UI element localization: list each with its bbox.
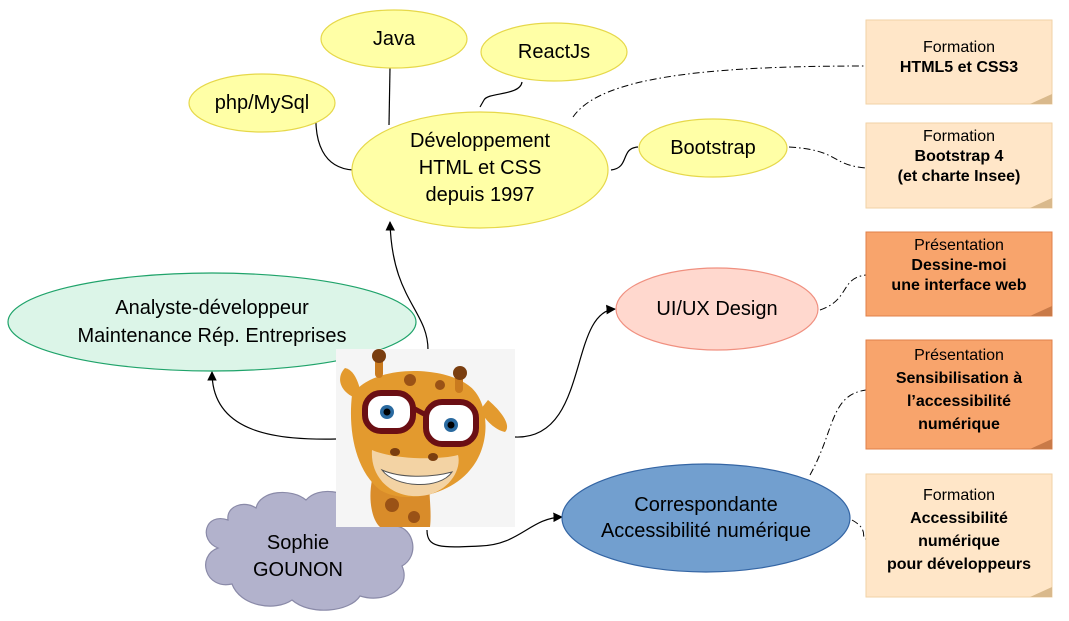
- link-bootstrap: [610, 146, 639, 171]
- note-type: Formation: [922, 128, 996, 145]
- node-analyste[interactable]: [7, 272, 417, 372]
- node-php-label: php/MySql: [214, 91, 310, 114]
- node-dev-line2: HTML et CSS: [418, 157, 542, 179]
- note-line: numérique: [918, 533, 1000, 550]
- node-bootstrap-label: Bootstrap: [670, 136, 756, 159]
- node-analyste-line2: Maintenance Rép. Entreprises: [77, 325, 347, 347]
- node-uiux-label: UI/UX Design: [656, 297, 778, 320]
- note-line: HTML5 et CSS3: [899, 59, 1019, 76]
- giraffe-mascot-icon: [336, 349, 515, 527]
- node-dev-label: Développement HTML et CSS depuis 1997: [352, 128, 608, 209]
- note-line: numérique: [918, 416, 1000, 433]
- note-line: pour développeurs: [886, 556, 1032, 573]
- node-php[interactable]: [188, 73, 336, 133]
- node-accessibilite[interactable]: [561, 463, 851, 573]
- node-java[interactable]: [320, 9, 468, 69]
- note-bootstrap4: Formation Bootstrap 4 (et charte Insee): [866, 113, 1052, 187]
- note-type: Présentation: [914, 237, 1004, 254]
- node-accessibilite-label: Correspondante Accessibilité numérique: [562, 492, 850, 544]
- node-analyste-line1: Analyste-développeur: [115, 297, 309, 319]
- dotted-links: [572, 65, 867, 540]
- note-type: Formation: [922, 39, 996, 56]
- center-name-line2: GOUNON: [253, 559, 343, 581]
- arrow-to-uiux: [514, 304, 616, 438]
- note-line: l’accessibilité: [906, 393, 1012, 410]
- note-accessibilite-dev: Formation Accessibilité numérique pour d…: [866, 470, 1052, 576]
- note-dessine-moi: Présentation Dessine-moi une interface w…: [866, 222, 1052, 296]
- node-reactjs[interactable]: [480, 22, 628, 82]
- node-bootstrap[interactable]: [638, 118, 788, 178]
- note-line: (et charte Insee): [897, 168, 1021, 185]
- node-analyste-label: Analyste-développeur Maintenance Rép. En…: [8, 294, 416, 350]
- note-line: Bootstrap 4: [914, 148, 1004, 165]
- note-type: Formation: [922, 487, 996, 504]
- notes-shapes: [865, 19, 1053, 598]
- note-line: Dessine-moi: [911, 257, 1007, 274]
- node-accessibilite-line1: Correspondante: [634, 494, 778, 516]
- note-line: Sensibilisation à: [895, 370, 1023, 387]
- note-html5-css3: Formation HTML5 et CSS3: [866, 24, 1052, 78]
- note-sensibilisation: Présentation Sensibilisation à l’accessi…: [866, 330, 1052, 436]
- node-reactjs-label: ReactJs: [517, 40, 591, 63]
- node-dev-line3: depuis 1997: [425, 184, 535, 206]
- note-type: Présentation: [914, 347, 1004, 364]
- note-line: Accessibilité: [910, 510, 1008, 527]
- link-php: [315, 114, 354, 171]
- link-java: [388, 67, 391, 126]
- arrow-to-dev: [385, 221, 429, 351]
- center-name-line1: Sophie: [266, 532, 330, 554]
- node-java-label: Java: [372, 27, 416, 50]
- node-uiux[interactable]: [615, 267, 819, 351]
- arrow-to-accessibilite: [426, 512, 563, 548]
- arrow-to-analyste: [207, 371, 337, 440]
- center-name-label: Sophie GOUNON: [228, 530, 368, 584]
- note-line: une interface web: [891, 277, 1027, 294]
- link-reactjs: [479, 81, 523, 108]
- node-dev[interactable]: [351, 111, 609, 229]
- node-accessibilite-line2: Accessibilité numérique: [600, 520, 812, 542]
- node-dev-line1: Développement: [409, 130, 551, 152]
